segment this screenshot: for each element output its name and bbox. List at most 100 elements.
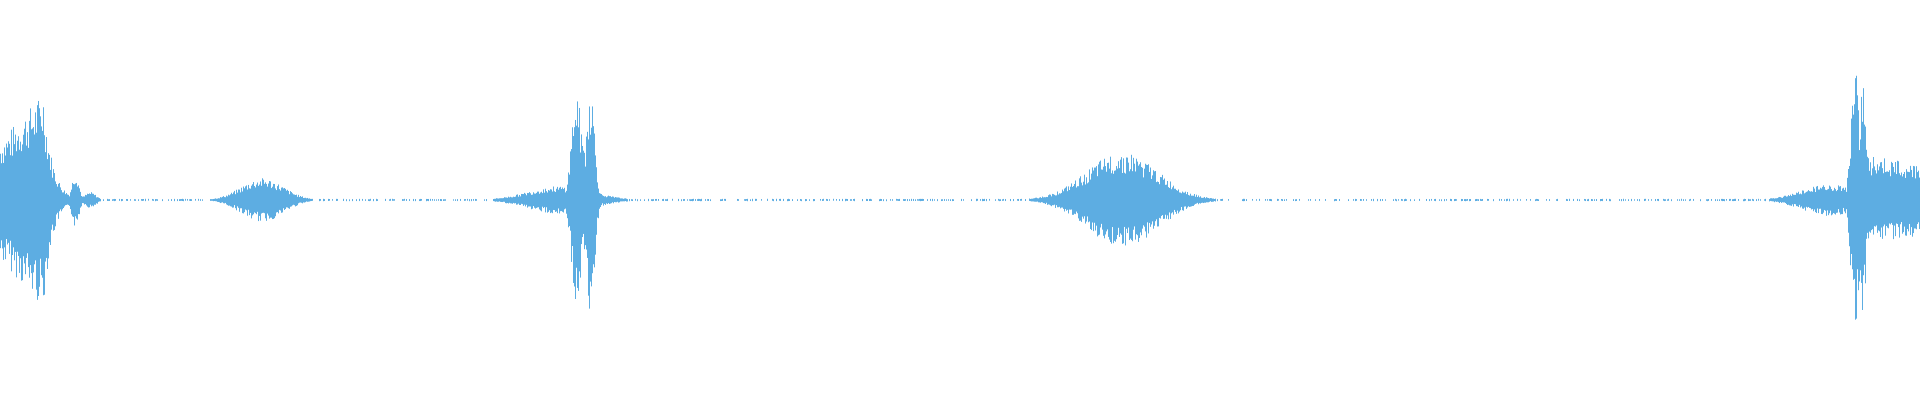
waveform-sample (438, 199, 439, 201)
waveform-sample (1385, 199, 1386, 201)
waveform-sample (1064, 188, 1065, 212)
waveform-sample (501, 198, 502, 202)
waveform-sample (631, 199, 632, 201)
waveform-sample (56, 184, 57, 215)
waveform-sample (153, 199, 154, 201)
waveform-sample (289, 194, 290, 209)
waveform-sample (1197, 197, 1198, 203)
waveform-sample (1193, 195, 1194, 206)
waveform-sample (255, 187, 256, 214)
waveform-sample (1723, 199, 1724, 202)
waveform-sample (1175, 188, 1176, 212)
waveform-sample (1079, 178, 1080, 221)
waveform-sample (0, 153, 1, 249)
waveform-sample (746, 199, 747, 201)
waveform-sample (21, 151, 22, 281)
waveform-sample (279, 189, 280, 210)
waveform-sample (1048, 195, 1049, 205)
waveform-sample (421, 198, 422, 201)
waveform-sample (282, 187, 283, 213)
waveform-sample (1895, 162, 1896, 237)
waveform-sample (681, 199, 682, 202)
waveform-sample (1000, 199, 1001, 201)
waveform-sample (578, 127, 579, 291)
waveform-sample (1100, 160, 1101, 228)
waveform-sample (440, 199, 441, 202)
waveform-sample (211, 199, 212, 201)
waveform-sample (557, 186, 558, 214)
waveform-sample (1773, 198, 1774, 202)
waveform-sample (1267, 199, 1268, 201)
waveform-sample (599, 193, 600, 209)
waveform-sample (1876, 173, 1877, 226)
waveform-sample (750, 199, 751, 202)
waveform-sample (1556, 199, 1557, 201)
waveform-sample (1830, 186, 1831, 211)
waveform-sample (191, 199, 192, 201)
waveform-sample (1185, 191, 1186, 207)
waveform-sample (1201, 197, 1202, 203)
waveform-sample (517, 194, 518, 205)
waveform-sample (701, 198, 702, 202)
waveform-sample (1059, 193, 1060, 207)
waveform-sample (886, 199, 887, 202)
waveform-sample (658, 199, 659, 201)
waveform-sample (616, 197, 617, 203)
waveform-sample (126, 199, 127, 201)
waveform-sample (1758, 198, 1759, 201)
waveform-sample (1165, 184, 1166, 215)
waveform-sample (1078, 186, 1079, 219)
waveform-sample (1823, 185, 1824, 213)
waveform-sample (1455, 198, 1456, 201)
waveform-sample (430, 198, 431, 201)
waveform-sample (1081, 182, 1082, 222)
waveform-sample (237, 192, 238, 207)
waveform-sample (1196, 194, 1197, 204)
waveform-sample (1837, 189, 1838, 213)
waveform-sample (1584, 198, 1585, 201)
waveform-sample (1271, 199, 1272, 202)
waveform-sample (580, 152, 581, 278)
waveform-sample (653, 199, 654, 201)
waveform-sample (1, 163, 2, 241)
waveform-sample (1182, 191, 1183, 211)
waveform-sample (1395, 198, 1396, 201)
waveform-sample (1146, 164, 1147, 238)
waveform-sample (1566, 198, 1567, 201)
waveform-sample (48, 153, 49, 259)
waveform-sample (86, 195, 87, 206)
waveform-sample (1878, 170, 1879, 231)
waveform-sample (558, 189, 559, 209)
waveform-sample (1780, 197, 1781, 202)
waveform-sample (1281, 199, 1282, 201)
waveform-sample (1804, 193, 1805, 208)
waveform-sample (1072, 186, 1073, 215)
waveform-sample (1270, 198, 1271, 202)
waveform-sample (319, 198, 320, 202)
waveform-sample (989, 198, 990, 201)
waveform-sample (1735, 198, 1736, 201)
waveform-sample (1110, 156, 1111, 243)
waveform-sample (1749, 199, 1750, 201)
waveform-sample (212, 199, 213, 201)
waveform-sample (69, 196, 70, 206)
waveform-sample (1913, 165, 1914, 234)
waveform-sample (597, 182, 598, 218)
waveform-sample (575, 119, 576, 300)
waveform-sample (593, 126, 594, 265)
waveform-sample (444, 199, 445, 201)
waveform-sample (465, 199, 466, 201)
waveform-sample (269, 181, 270, 219)
waveform-sample (1137, 161, 1138, 236)
waveform-sample (296, 194, 297, 206)
waveform-sample (1154, 171, 1155, 226)
waveform-sample (130, 199, 131, 201)
waveform-sample (1501, 199, 1502, 201)
waveform-sample (576, 125, 577, 268)
waveform-sample (1055, 195, 1056, 208)
waveform-sample (305, 197, 306, 203)
waveform-sample (1817, 185, 1818, 209)
waveform-sample (1102, 169, 1103, 230)
waveform-sample (525, 193, 526, 207)
